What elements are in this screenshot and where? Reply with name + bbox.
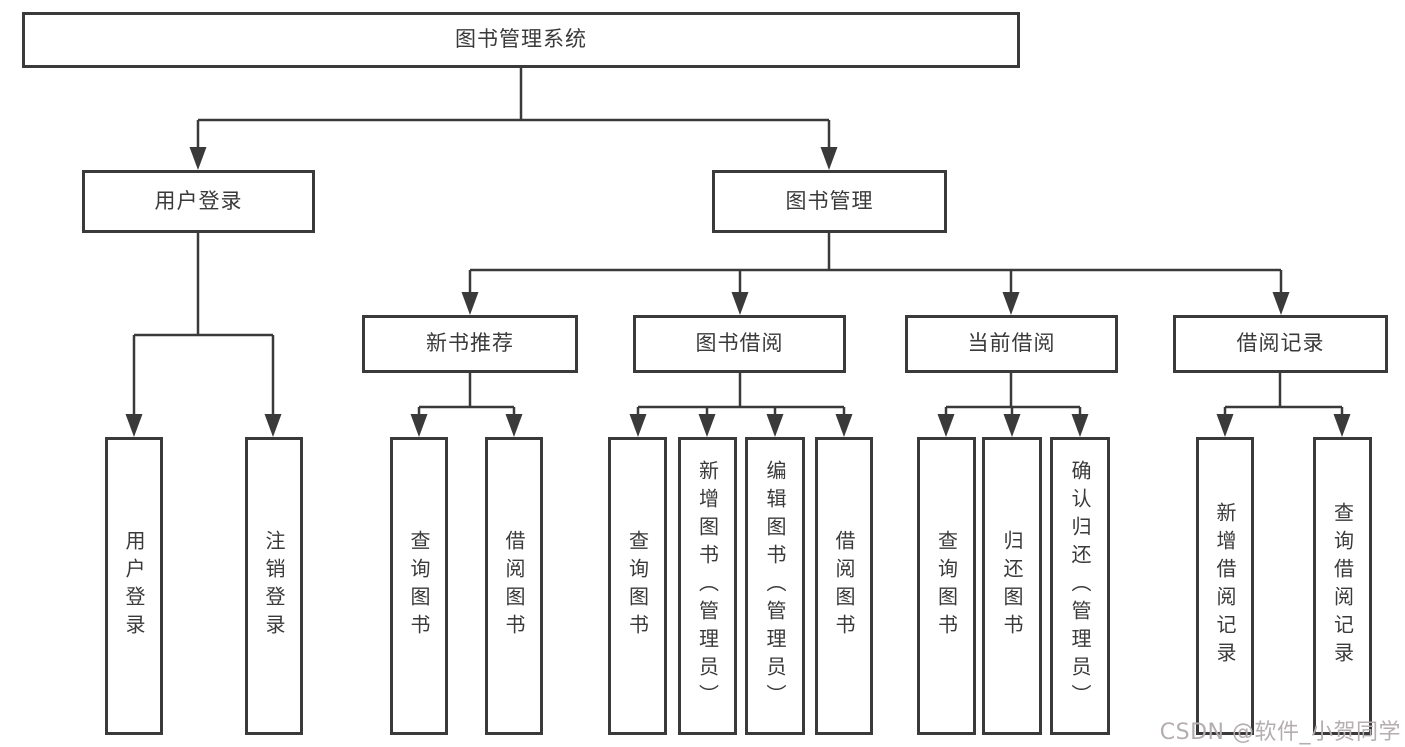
node-current-borrow-module: 当前借阅 <box>905 315 1118 373</box>
arrowhead <box>1216 414 1234 437</box>
arrowhead <box>1071 414 1089 437</box>
arrowhead <box>731 292 749 315</box>
node-leaf-return-books-label: 归还图书 <box>1000 530 1024 642</box>
node-leaf-query-books-3-label: 查询图书 <box>934 530 959 642</box>
node-leaf-query-borrow-record: 查询借阅记录 <box>1313 437 1372 735</box>
node-leaf-borrow-books-2: 借阅图书 <box>815 437 873 735</box>
node-leaf-query-borrow-record-label: 查询借阅记录 <box>1330 502 1355 670</box>
csdn-watermark: CSDN @软件_小贺同学 <box>1159 720 1401 745</box>
arrowhead <box>505 414 523 437</box>
arrowhead <box>461 292 479 315</box>
node-leaf-edit-books-admin-label: 编辑图书（管理员） <box>763 460 787 712</box>
connector-borrow-records-to-leaves <box>1223 373 1344 420</box>
arrowhead <box>264 414 282 437</box>
node-user-login-module: 用户登录 <box>82 170 315 233</box>
arrowhead <box>820 147 838 170</box>
node-root-system: 图书管理系统 <box>22 12 1020 68</box>
node-leaf-borrow-books-1: 借阅图书 <box>485 437 543 735</box>
node-leaf-logout: 注销登录 <box>245 437 303 735</box>
node-leaf-return-books: 归还图书 <box>982 437 1042 735</box>
node-leaf-add-borrow-record: 新增借阅记录 <box>1196 437 1254 735</box>
arrowhead <box>1002 292 1020 315</box>
node-leaf-edit-books-admin: 编辑图书（管理员） <box>745 437 805 735</box>
node-book-borrow-module-label: 图书借阅 <box>695 331 784 356</box>
node-leaf-confirm-return-admin: 确认归还（管理员） <box>1050 437 1110 735</box>
arrowhead <box>189 147 207 170</box>
node-current-borrow-module-label: 当前借阅 <box>967 331 1056 356</box>
node-leaf-logout-label: 注销登录 <box>262 530 286 642</box>
node-leaf-query-books-1: 查询图书 <box>390 437 448 735</box>
node-leaf-query-books-2-label: 查询图书 <box>625 530 650 642</box>
node-leaf-query-books-3: 查询图书 <box>917 437 976 735</box>
arrowhead <box>835 414 853 437</box>
arrowhead <box>1333 414 1351 437</box>
arrowhead <box>766 414 784 437</box>
connector-user-login-to-leaves <box>132 233 275 420</box>
arrowhead <box>1272 292 1290 315</box>
node-book-borrow-module: 图书借阅 <box>633 315 846 373</box>
node-user-login-module-label: 用户登录 <box>154 188 243 213</box>
node-root-system-label: 图书管理系统 <box>455 27 587 52</box>
node-leaf-add-books-admin-label: 新增图书（管理员） <box>695 460 720 712</box>
node-leaf-user-login-label: 用户登录 <box>122 530 146 642</box>
arrowhead <box>698 414 716 437</box>
arrowhead <box>629 414 647 437</box>
arrowhead <box>410 414 428 437</box>
node-new-books-module-label: 新书推荐 <box>426 331 514 356</box>
node-borrow-records-module-label: 借阅记录 <box>1236 331 1325 356</box>
node-leaf-query-books-2: 查询图书 <box>608 437 667 735</box>
node-leaf-user-login: 用户登录 <box>105 437 163 735</box>
node-leaf-confirm-return-admin-label: 确认归还（管理员） <box>1068 460 1092 712</box>
node-book-mgmt-module-label: 图书管理 <box>785 188 874 213</box>
node-leaf-add-borrow-record-label: 新增借阅记录 <box>1213 502 1237 670</box>
connector-root-to-level2 <box>196 68 831 152</box>
connector-new-books-to-leaves <box>417 373 516 420</box>
node-leaf-borrow-books-2-label: 借阅图书 <box>832 530 856 642</box>
connector-book-mgmt-to-level3 <box>468 233 1283 297</box>
connector-current-borrow-to-leaves <box>944 373 1082 420</box>
node-borrow-records-module: 借阅记录 <box>1173 315 1388 373</box>
connector-book-borrow-to-leaves <box>636 373 846 420</box>
arrowhead <box>125 414 143 437</box>
node-leaf-query-books-1-label: 查询图书 <box>407 530 431 642</box>
node-book-mgmt-module: 图书管理 <box>712 170 947 233</box>
node-leaf-add-books-admin: 新增图书（管理员） <box>678 437 737 735</box>
node-leaf-borrow-books-1-label: 借阅图书 <box>502 530 526 642</box>
arrowhead <box>1003 414 1021 437</box>
arrowhead <box>937 414 955 437</box>
node-new-books-module: 新书推荐 <box>362 315 578 373</box>
